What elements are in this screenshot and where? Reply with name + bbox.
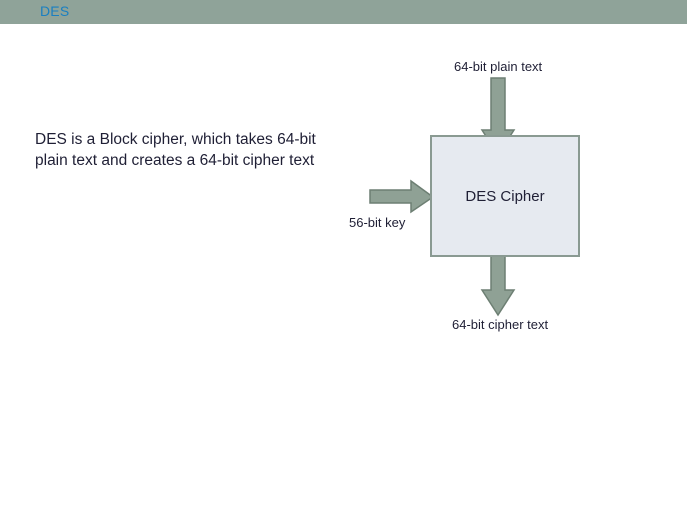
arrow-cipher-text-output	[480, 255, 516, 317]
slide-canvas: DES is a Block cipher, which takes 64-bi…	[0, 24, 687, 512]
header-bar: DES	[0, 0, 687, 24]
tab-des[interactable]: DES	[40, 3, 70, 19]
arrow-down-shape	[480, 255, 516, 317]
arrow-key-input	[369, 179, 435, 214]
description-text: DES is a Block cipher, which takes 64-bi…	[35, 131, 316, 169]
des-cipher-box: DES Cipher	[430, 135, 580, 257]
des-cipher-box-label: DES Cipher	[465, 187, 545, 205]
label-key: 56-bit key	[349, 215, 406, 230]
arrow-right-shape	[369, 179, 435, 214]
label-cipher-text: 64-bit cipher text	[452, 317, 549, 332]
label-plain-text: 64-bit plain text	[454, 59, 543, 74]
